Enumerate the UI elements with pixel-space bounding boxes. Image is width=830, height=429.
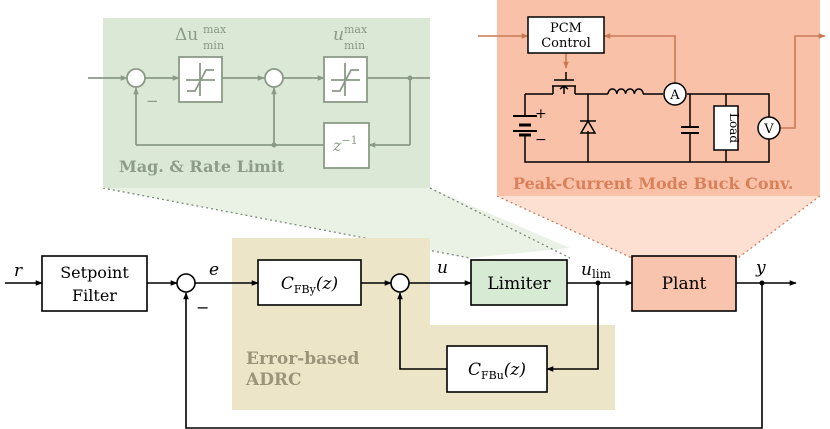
battery-minus: − [535,132,547,148]
buck-circuit-wires [524,93,770,163]
limit-panel-title: Mag. & Rate Limit [119,157,285,176]
signal-ulim-label: ulim [581,260,612,281]
signal-u-label: u [437,258,448,278]
pcm-control-block [527,16,605,54]
junction-dot [407,75,413,81]
cfby-block [257,259,362,306]
setpoint-filter-line2: Filter [72,286,117,305]
junction-dot [271,142,277,148]
voltmeter-icon [757,116,781,140]
rate-limit-symbol: Δu [175,25,198,45]
signal-y-label: y [755,258,766,278]
delay-block [323,122,370,169]
buck-zoom-edge-right [737,195,821,259]
mag-sum-node [264,68,284,88]
limit-panel-bg [103,18,430,188]
pcm-label-line1: PCM [550,21,582,36]
mag-limit-symbol: u [333,25,344,45]
voltmeter-label: V [763,122,774,137]
limit-zoom-funnel [103,188,570,258]
cfbu-label: CFBu(z) [468,360,526,382]
mosfet-icon [552,72,576,94]
mag-limit-sup: max [344,23,368,36]
buck-zoom-funnel [497,196,820,258]
setpoint-filter-block [41,255,148,312]
ammeter-icon [663,82,687,106]
plant-label: Plant [662,274,707,294]
adrc-label-line2: ADRC [245,370,302,390]
setpoint-filter-line1: Setpoint [60,263,129,282]
rate-limit-sup: max [203,23,227,36]
junction-dot [759,280,765,286]
limiter-label: Limiter [487,274,551,294]
error-minus-sign: − [196,298,209,317]
saturation-icon [186,63,215,96]
error-sum-node [176,273,196,293]
rate-minus-sign: − [146,92,159,110]
control-sum-node [390,273,410,293]
cfbu-block [446,345,548,393]
adrc-label-line1: Error-based [246,349,360,369]
load-label: Load [727,113,741,143]
battery-plus: + [535,106,547,122]
limiter-block [470,259,568,306]
buck-panel-title: Peak-Current Mode Buck Conv. [513,174,793,193]
pcm-label-line2: Control [541,36,591,51]
saturation-icon [331,63,360,96]
rate-limit-sub: min [203,39,224,52]
signal-e-label: e [209,260,219,280]
cfby-label: CFBy(z) [281,274,338,296]
signal-r-label: r [14,261,23,281]
load-block [713,105,739,151]
limit-detail-panel: − z−1 Δu max min u max min Mag. & Rate L… [88,18,430,188]
delay-label: z−1 [332,134,358,155]
junction-dot [595,280,601,286]
plant-block [631,255,737,312]
inductor-icon [607,88,644,95]
diode-icon [579,119,597,134]
buck-detail-panel: PCM Control + − A [478,0,826,196]
rate-sum-node [126,68,146,88]
limit-zoom-edge-right [429,187,571,259]
ammeter-label: A [669,88,680,103]
mag-limit-sub: min [344,39,365,52]
